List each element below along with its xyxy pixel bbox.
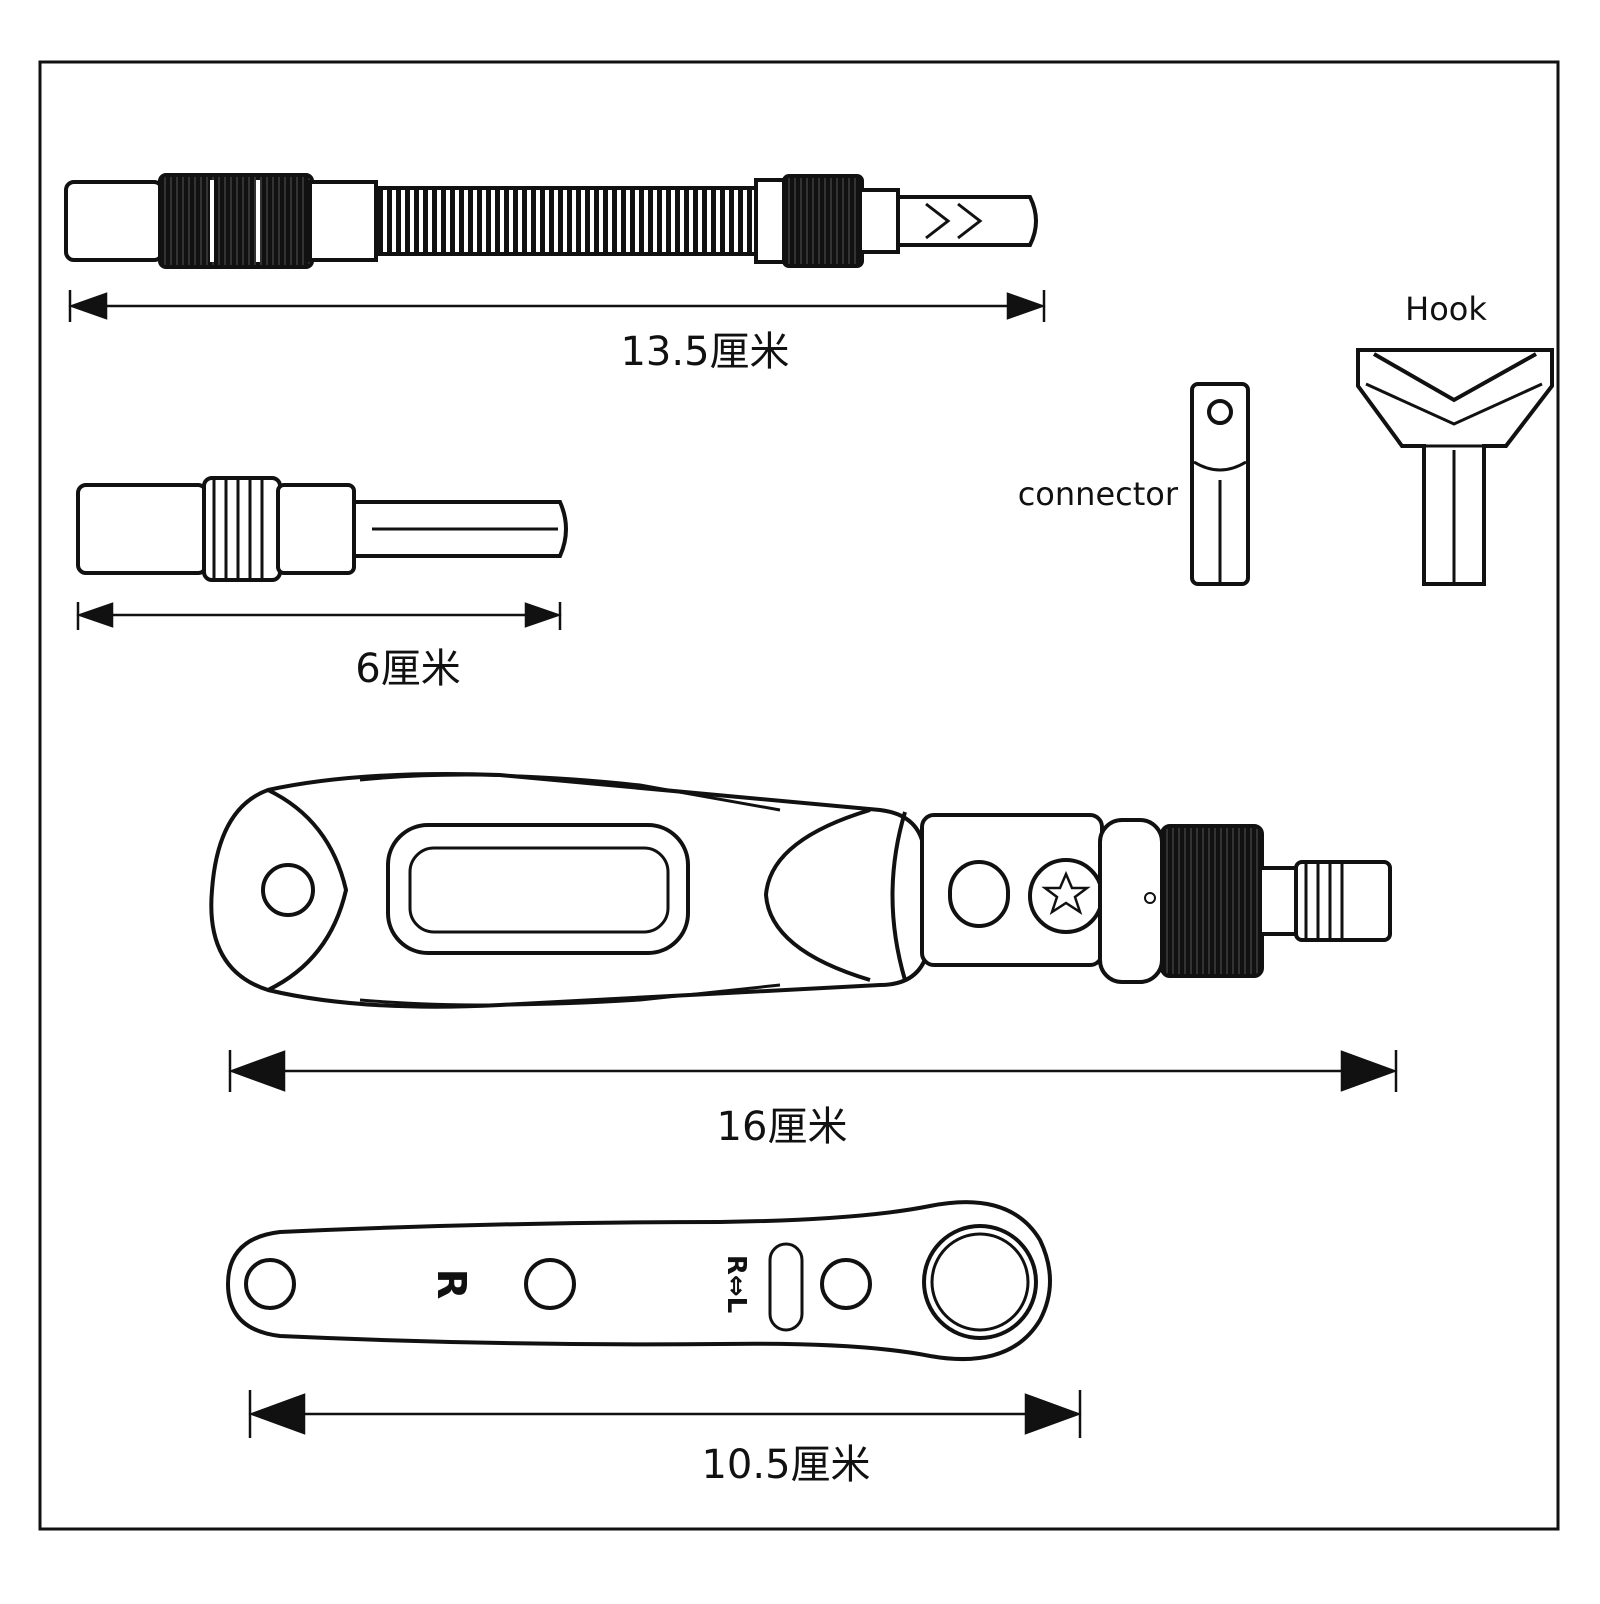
outer-frame xyxy=(38,60,1560,1531)
ratchet-handle-dimension xyxy=(228,1050,1398,1092)
wrench-switch-mark: R⇔L xyxy=(721,1255,751,1313)
ratchet-wrench-length-label: 10.5厘米 xyxy=(701,1442,870,1488)
hook-part xyxy=(1356,348,1554,586)
connector-label: connector xyxy=(1018,475,1179,513)
flex-shaft-length-label: 13.5厘米 xyxy=(620,329,789,375)
extension-bar-dimension xyxy=(76,602,562,630)
extension-bar xyxy=(76,476,568,582)
ratchet-handle xyxy=(209,772,1392,1009)
ratchet-handle-length-label: 16厘米 xyxy=(717,1104,848,1150)
ratchet-wrench xyxy=(225,1200,1052,1361)
flex-shaft-dimension xyxy=(68,290,1046,322)
ratchet-wrench-dimension xyxy=(248,1390,1082,1438)
extension-bar-length-label: 6厘米 xyxy=(355,646,460,692)
flexible-shaft xyxy=(64,173,1038,269)
wrench-right-mark: R xyxy=(428,1269,474,1300)
hook-label: Hook xyxy=(1405,290,1487,328)
connector-part xyxy=(1190,382,1250,586)
